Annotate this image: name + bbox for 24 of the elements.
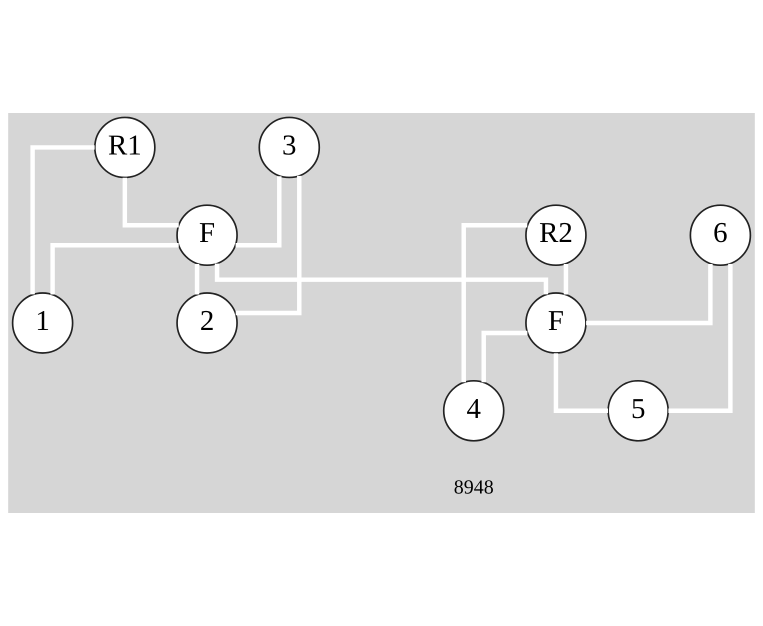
node-circle: F [525,292,587,354]
connector [214,264,548,294]
node-circle: 1 [12,292,74,354]
node-circle: F [176,204,238,266]
node-circle: 6 [690,204,752,266]
connector [50,243,179,294]
node-circle: R1 [94,116,156,178]
connector [586,264,713,326]
connector [30,145,95,294]
label: 8948 [454,476,494,498]
node-circle: 4 [442,380,505,442]
connector [554,353,608,413]
connector [236,176,282,248]
node-circle: 2 [176,292,238,354]
connector [462,223,528,382]
node-circle: 5 [607,380,669,442]
connector [122,178,179,228]
connector [482,330,528,382]
connector [236,176,302,316]
connector [194,264,200,294]
node-circle: 3 [258,116,320,178]
node-circle: R2 [525,204,587,266]
connector [668,264,733,413]
connector [564,264,568,294]
